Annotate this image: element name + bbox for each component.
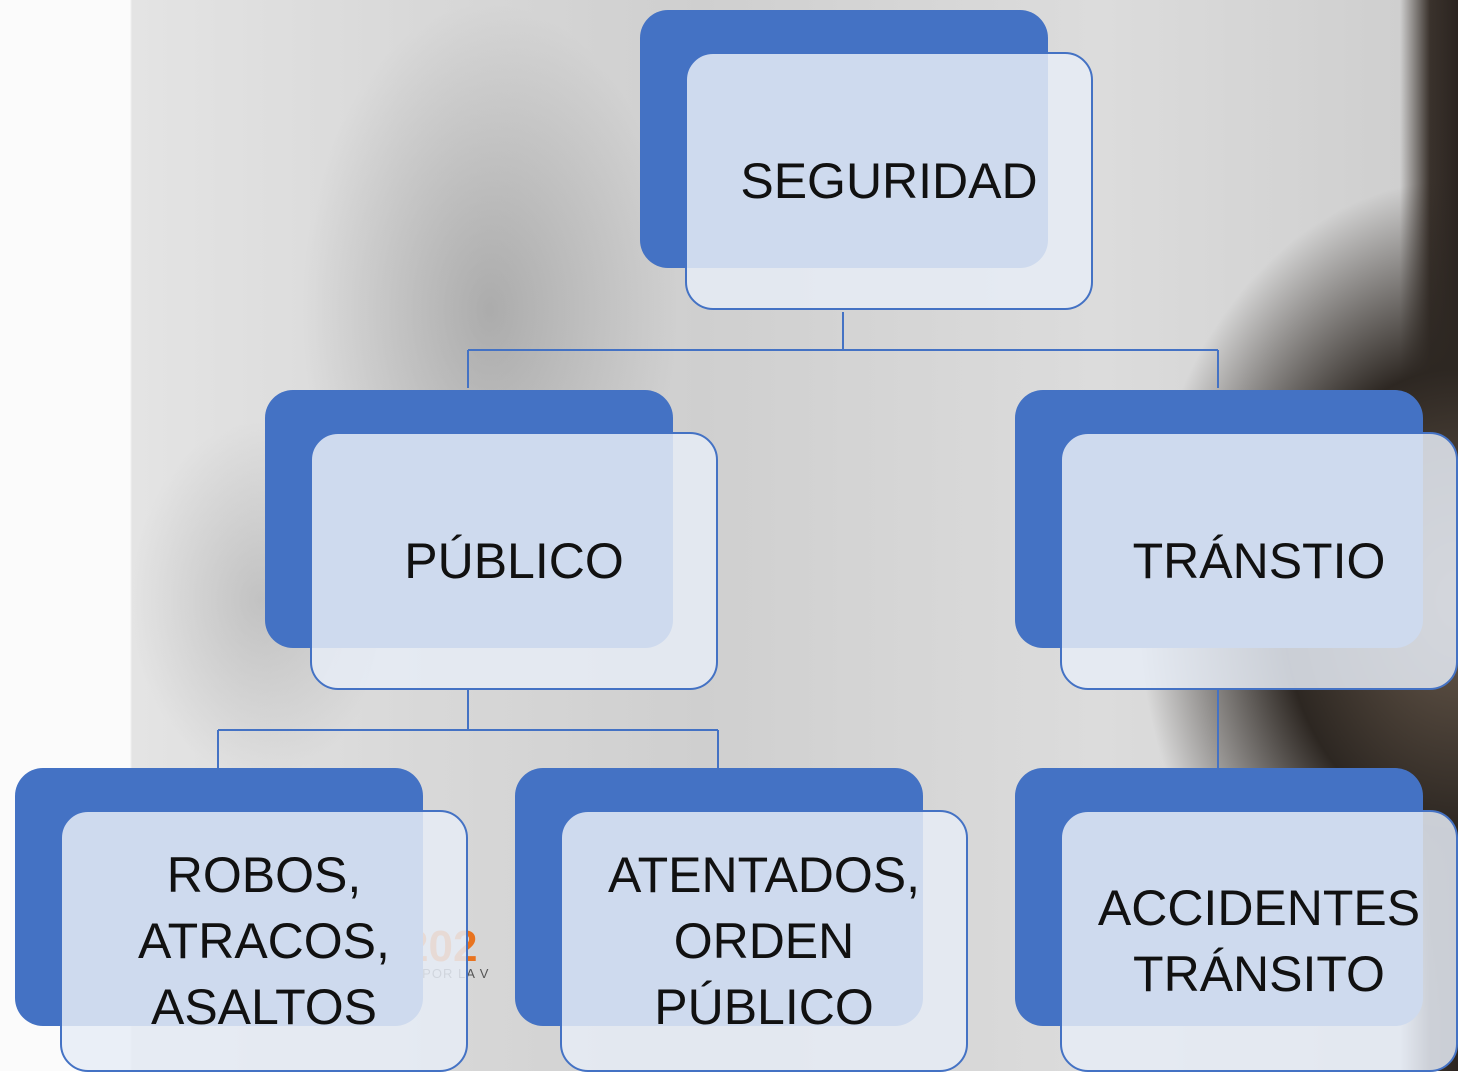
node-label: ACCIDENTES TRÁNSITO	[1097, 880, 1421, 1002]
node-label: TRÁNSTIO	[1132, 533, 1386, 589]
node-box: PÚBLICO	[310, 432, 718, 690]
node-box: ATENTADOS, ORDEN PÚBLICO	[560, 810, 968, 1072]
node-box: TRÁNSTIO	[1060, 432, 1458, 690]
node-box: SEGURIDAD	[685, 52, 1093, 310]
node-box: ACCIDENTES TRÁNSITO	[1060, 810, 1458, 1072]
node-label: SEGURIDAD	[740, 153, 1038, 209]
node-label: ROBOS, ATRACOS, ASALTOS	[138, 847, 390, 1035]
node-label: ATENTADOS, ORDEN PÚBLICO	[607, 847, 921, 1035]
node-box: ROBOS, ATRACOS, ASALTOS	[60, 810, 468, 1072]
node-label: PÚBLICO	[404, 533, 624, 589]
